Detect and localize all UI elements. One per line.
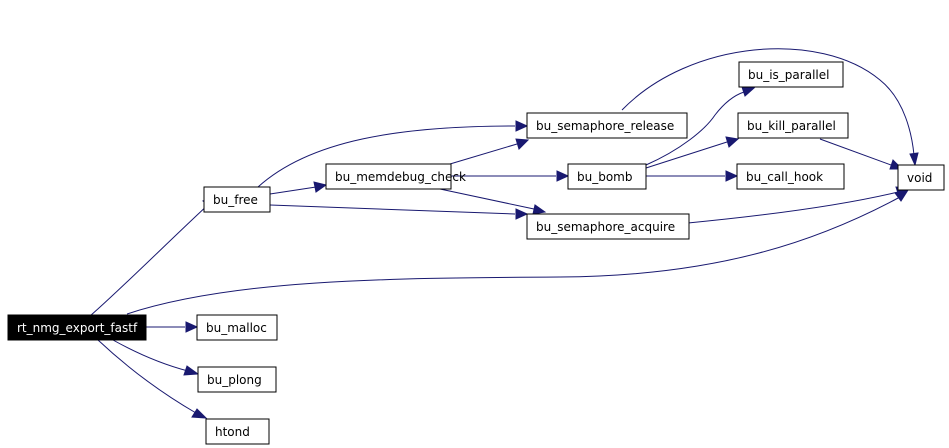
node-label: bu_bomb [577,170,633,184]
edge-bu_memdebug_check-bu_bomb [451,170,570,182]
edge-bu_memdebug_check-bu_semaphore_release [449,138,530,165]
node-label: bu_call_hook [746,170,823,184]
node-rt_nmg_export_fastf[interactable]: rt_nmg_export_fastf [7,314,147,341]
node-label: bu_malloc [206,321,267,335]
edge-bu_free-bu_semaphore_acquire [269,204,529,220]
edge-bu_memdebug_check-bu_semaphore_acquire [439,188,547,215]
edge-rt_nmg_export_fastf-bu_plong [112,339,200,376]
edge-bu_bomb-bu_call_hook [646,170,739,182]
edge-bu_semaphore_release-void [621,48,919,167]
edge-rt_nmg_export_fastf-bu_free [89,192,221,317]
node-label: bu_is_parallel [748,68,829,82]
node-bu_bomb[interactable]: bu_bomb [567,163,647,190]
node-bu_call_hook[interactable]: bu_call_hook [736,163,845,190]
node-void[interactable]: void [897,164,945,191]
edge-rt_nmg_export_fastf-htond [97,339,208,419]
node-label: rt_nmg_export_fastf [17,321,138,335]
node-label: htond [215,425,250,439]
node-bu_is_parallel[interactable]: bu_is_parallel [738,61,844,88]
node-bu_semaphore_release[interactable]: bu_semaphore_release [526,112,688,139]
node-bu_kill_parallel[interactable]: bu_kill_parallel [737,112,849,139]
node-label: bu_memdebug_check [335,170,466,184]
node-label: bu_semaphore_acquire [536,220,675,234]
edge-bu_semaphore_acquire-void [687,186,911,224]
node-htond[interactable]: htond [205,418,270,445]
edge-bu_free-bu_semaphore_release [257,120,529,188]
node-bu_malloc[interactable]: bu_malloc [196,314,278,341]
node-label: bu_kill_parallel [747,119,836,133]
node-label: void [907,171,932,185]
node-bu_memdebug_check[interactable]: bu_memdebug_check [325,163,466,190]
node-label: bu_plong [207,373,262,387]
node-label: bu_semaphore_release [536,119,674,133]
node-bu_free[interactable]: bu_free [203,186,271,213]
edge-bu_free-bu_memdebug_check [269,181,328,195]
node-bu_semaphore_acquire[interactable]: bu_semaphore_acquire [526,213,690,240]
node-bu_plong[interactable]: bu_plong [197,366,277,393]
edge-bu_bomb-bu_kill_parallel [645,136,740,169]
edge-rt_nmg_export_fastf-bu_malloc [146,321,199,333]
node-label: bu_free [213,193,258,207]
